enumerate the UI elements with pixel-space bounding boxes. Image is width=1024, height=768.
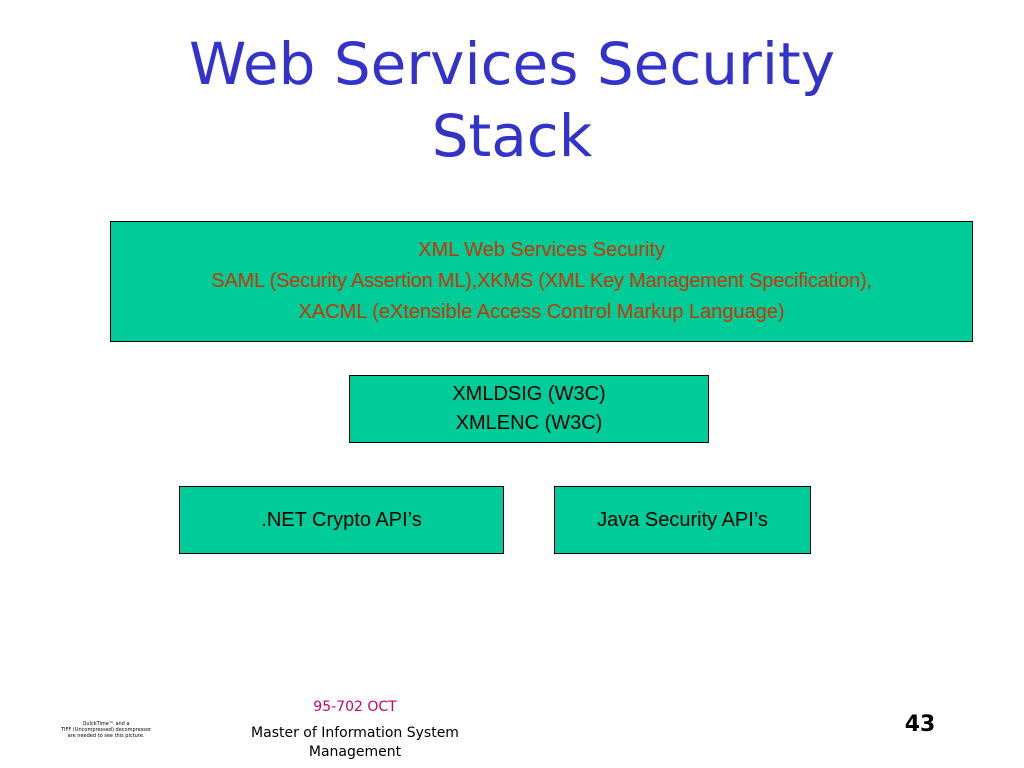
dotnet-crypto-api-label: .NET Crypto API’s: [261, 508, 422, 531]
xmldsig-line: XMLDSIG (W3C): [452, 383, 606, 405]
slide-title-line-2: Stack: [431, 102, 593, 170]
xmldsig-xmlenc-box: XMLDSIG (W3C) XMLENC (W3C): [349, 375, 709, 443]
page-number: 43: [904, 712, 936, 737]
program-name: Master of Information System Management: [210, 724, 500, 762]
slide-title-line-1: Web Services Security: [188, 30, 836, 98]
xml-web-services-security-line-2: SAML (Security Assertion ML),XKMS (XML K…: [211, 270, 872, 292]
program-name-line-2: Management: [308, 744, 402, 760]
xml-web-services-security-line-3: XACML (eXtensible Access Control Markup …: [298, 301, 785, 323]
course-code: 95-702 OCT: [313, 699, 397, 715]
quicktime-notice-line-3: are needed to see this picture.: [67, 733, 145, 739]
xml-web-services-security-line-1: XML Web Services Security: [418, 239, 665, 261]
xml-web-services-security-box: XML Web Services Security SAML (Security…: [110, 221, 973, 342]
quicktime-notice-line-1: QuickTime™ and a: [82, 721, 130, 727]
java-security-api-box: Java Security API’s: [554, 486, 811, 554]
quicktime-notice-line-2: TIFF (Uncompressed) decompressor: [61, 727, 151, 733]
dotnet-crypto-api-box: .NET Crypto API’s: [179, 486, 504, 554]
quicktime-placeholder-notice: QuickTime™ and a TIFF (Uncompressed) dec…: [48, 721, 164, 739]
java-security-api-label: Java Security API’s: [597, 508, 768, 531]
slide-title: Web Services Security Stack: [0, 28, 1024, 172]
program-name-line-1: Master of Information System: [251, 725, 459, 741]
xmlenc-line: XMLENC (W3C): [455, 412, 603, 434]
